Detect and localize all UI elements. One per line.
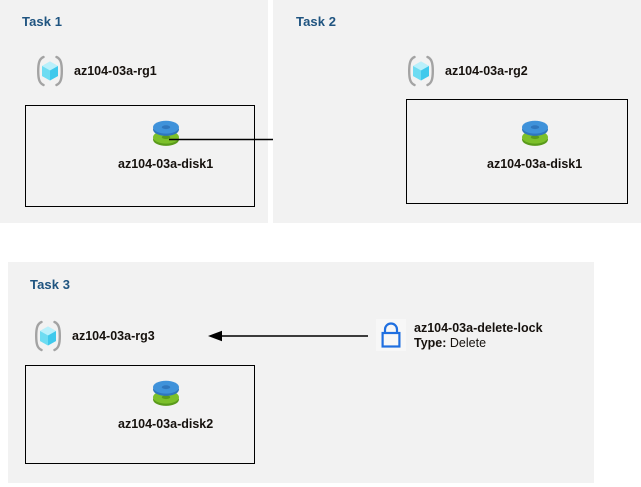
task3-resource-box [25,365,255,464]
task3-panel [8,262,594,483]
managed-disk-icon [145,113,187,155]
task3-lock: az104-03a-delete-lock Type: Delete [376,319,543,352]
task2-disk-label: az104-03a-disk1 [487,157,583,171]
task2-resource-box [406,99,628,204]
task3-disk-label: az104-03a-disk2 [118,417,214,431]
task1-resource-group-label: az104-03a-rg1 [74,64,157,78]
resource-group-icon [404,54,438,88]
task3-lock-name: az104-03a-delete-lock [414,321,543,335]
task1-resource-box [25,105,255,207]
task3-lock-text: az104-03a-delete-lock Type: Delete [414,319,543,352]
task3-title: Task 3 [30,277,71,292]
task3-resource-group: az104-03a-rg3 [31,319,155,353]
managed-disk-icon [514,113,556,155]
task2-panel [273,0,641,223]
task1-disk: az104-03a-disk1 [118,113,213,171]
resource-group-icon [31,319,65,353]
task2-resource-group: az104-03a-rg2 [404,54,528,88]
task3-resource-group-label: az104-03a-rg3 [72,329,155,343]
resource-group-icon [33,54,67,88]
task3-disk: az104-03a-disk2 [118,373,213,431]
lock-icon [376,319,406,351]
task3-lock-type-label: Type: [414,336,447,351]
apply-lock-arrow [208,330,368,342]
managed-disk-icon [145,373,187,415]
task3-lock-type-value: Delete [449,336,487,351]
task1-panel [0,0,268,223]
task2-title: Task 2 [296,14,337,29]
task1-resource-group: az104-03a-rg1 [33,54,157,88]
task1-title: Task 1 [22,14,63,29]
task2-disk: az104-03a-disk1 [487,113,582,171]
task2-resource-group-label: az104-03a-rg2 [445,64,528,78]
task3-lock-type: Type: Delete [414,336,543,351]
task1-disk-label: az104-03a-disk1 [118,157,214,171]
